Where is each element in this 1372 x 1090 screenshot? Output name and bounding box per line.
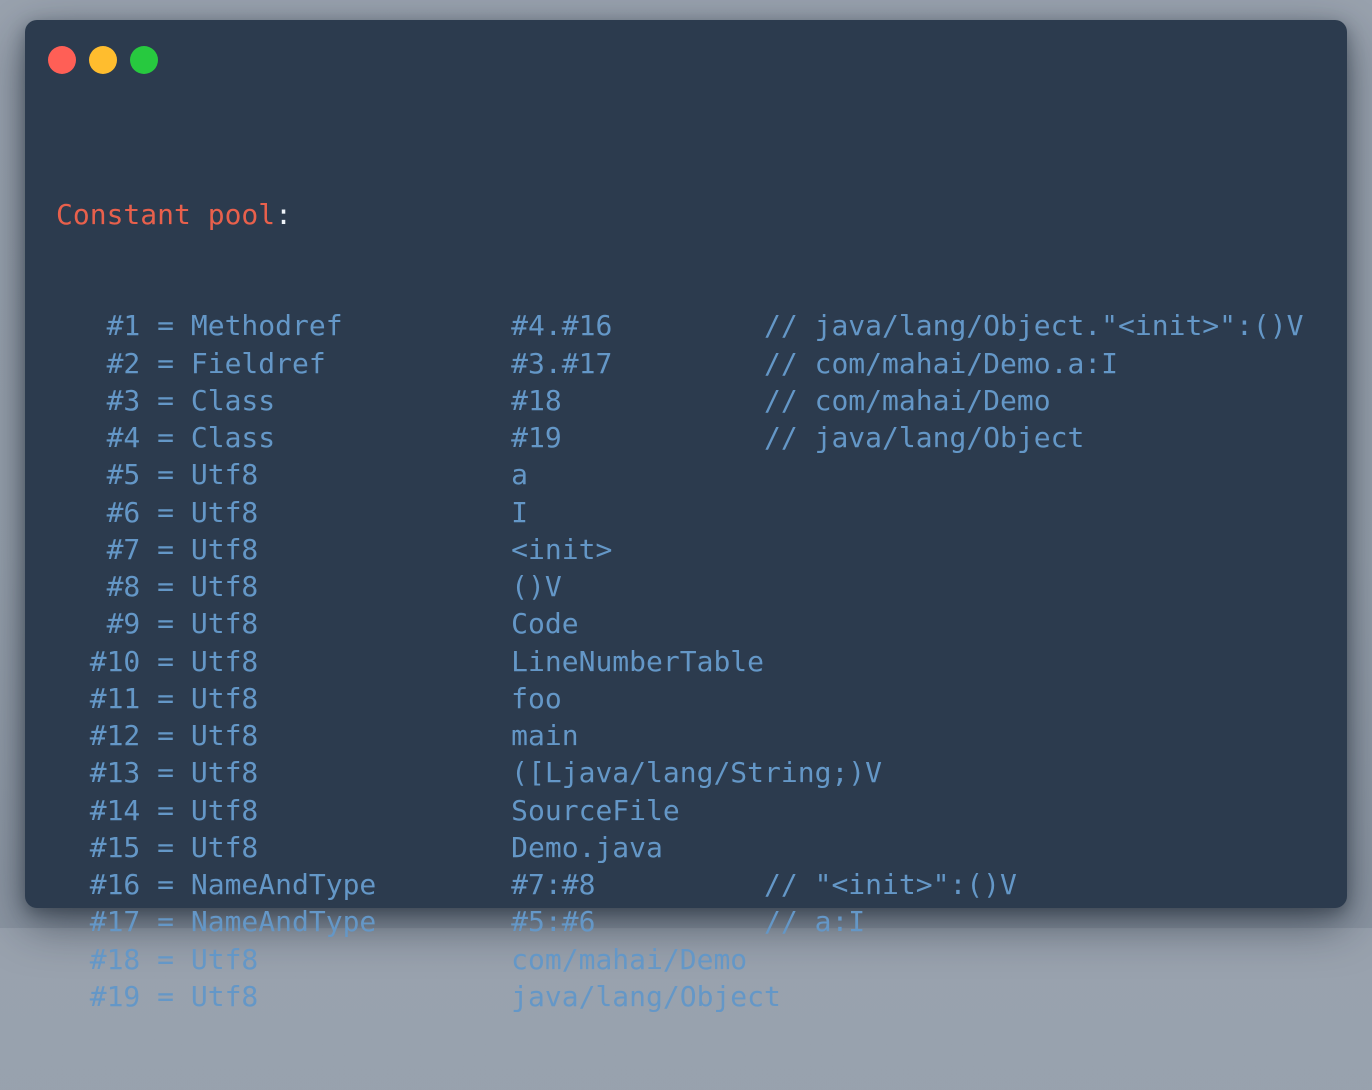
constant-pool-entry: #10 = Utf8 LineNumberTable (56, 644, 765, 678)
constant-pool-label: Constant pool (56, 197, 276, 231)
constant-pool-entry: #3 = Class #18 // com/mahai/Demo (56, 383, 1051, 417)
constant-pool-entry: #18 = Utf8 com/mahai/Demo (56, 942, 748, 976)
constant-pool-header: Constant pool: (56, 196, 1303, 233)
constant-pool-entry: #19 = Utf8 java/lang/Object (56, 979, 781, 1013)
zoom-button[interactable] (130, 46, 158, 74)
constant-pool-entry: #6 = Utf8 I (56, 495, 529, 529)
constant-pool-entry: #1 = Methodref #4.#16 // java/lang/Objec… (56, 309, 1304, 343)
constant-pool-entry: #8 = Utf8 ()V (56, 570, 562, 603)
constant-pool-entry: #2 = Fieldref #3.#17 // com/mahai/Demo.a… (56, 346, 1119, 380)
constant-pool-entry: #13 = Utf8 ([Ljava/lang/String;)V (56, 756, 883, 790)
constant-pool-entry: #4 = Class #19 // java/lang/Object (56, 421, 1085, 454)
constant-pool-entry: #12 = Utf8 main (56, 719, 579, 752)
constant-pool-entry: #14 = Utf8 SourceFile (56, 793, 680, 827)
constant-pool-output: Constant pool: #1 = Methodref #4.#16 // … (56, 121, 1303, 1090)
constant-pool-entry: #11 = Utf8 foo (56, 681, 562, 715)
terminal-window: Constant pool: #1 = Methodref #4.#16 // … (25, 20, 1347, 1013)
header-colon: : (275, 197, 293, 231)
constant-pool-entry: #16 = NameAndType #7:#8 // "<init>":()V (56, 868, 1017, 901)
constant-pool-entry: #17 = NameAndType #5:#6 // a:I (56, 905, 866, 939)
constant-pool-entry: #9 = Utf8 Code (56, 607, 579, 641)
constant-pool-entry: #15 = Utf8 Demo.java (56, 830, 663, 864)
window-controls (48, 46, 158, 74)
constant-pool-entry: #7 = Utf8 <init> (56, 532, 613, 566)
constant-pool-entry: #5 = Utf8 a (56, 458, 529, 492)
close-button[interactable] (48, 46, 76, 74)
constant-pool-entries: #1 = Methodref #4.#16 // java/lang/Objec… (56, 307, 1304, 1015)
minimize-button[interactable] (89, 46, 117, 74)
